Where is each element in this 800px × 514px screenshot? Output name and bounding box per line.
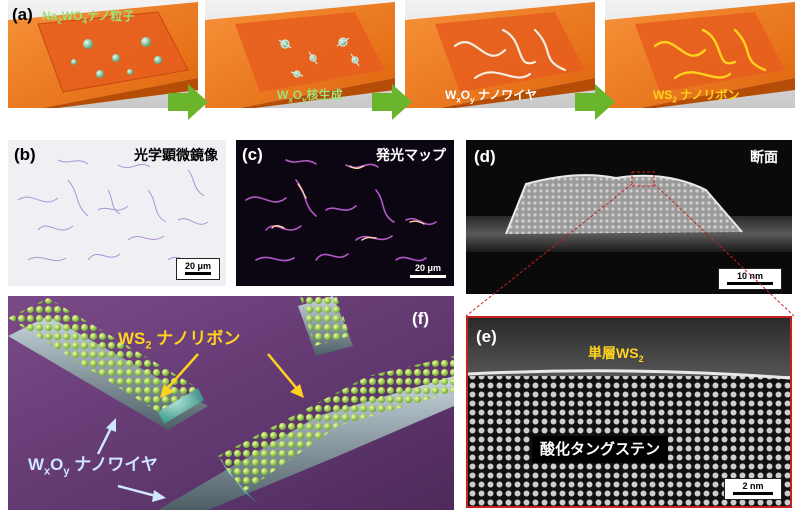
arrow-right-icon	[372, 84, 412, 120]
step2-caption: WxOy核生成	[277, 88, 343, 105]
panel-f-ribbon-label: WS2 ナノリボン	[118, 329, 241, 352]
panel-f-schematic: (f) WS2 ナノリボン WxOy ナノワイヤ	[8, 296, 454, 510]
optical-micrograph	[17, 159, 209, 262]
arrow-right-icon	[168, 84, 208, 120]
panel-a-step1: (a) Na2WO4ナノ粒子	[8, 0, 198, 108]
panel-e-core-label: 酸化タングステン	[532, 436, 669, 463]
substrate-illustration-step4	[605, 0, 795, 108]
panel-b-optical-image: (b) 光学顕微鏡像 20 μm	[8, 140, 226, 286]
panel-e-label: (e)	[476, 327, 497, 346]
panel-c-label: (c)	[242, 145, 263, 164]
step3-caption: WxOy ナノワイヤ	[445, 88, 537, 105]
photoluminescence-map	[245, 159, 437, 262]
wire-pointer-arrows	[96, 418, 166, 502]
substrate-illustration-step3	[405, 0, 595, 108]
panel-e-hr-tem: (e) 単層WS2 酸化タングステン 2 nm	[466, 316, 792, 508]
panel-c-pl-map: (c) 発光マップ 20 μm	[236, 140, 454, 286]
panel-b-label: (b)	[14, 145, 36, 164]
panel-a-step4: WS2 ナノリボン	[605, 0, 795, 108]
panel-d-scale-bar: 10 nm	[718, 268, 782, 290]
panel-d-cross-section: (d) 断面 10 nm	[466, 140, 792, 294]
panel-a-label: (a)	[12, 5, 33, 24]
panel-c-title: 発光マップ	[376, 147, 446, 163]
substrate-illustration-step2	[205, 0, 395, 108]
panel-e-scale-bar: 2 nm	[724, 478, 782, 500]
substrate-illustration-step1	[8, 0, 198, 108]
panel-a-step2: WxOy核生成	[205, 0, 395, 108]
ribbon-pointer-arrows	[160, 353, 304, 398]
panel-b-scale-bar: 20 μm	[176, 258, 220, 280]
panel-f-wire-label: WxOy ナノワイヤ	[28, 455, 158, 478]
step4-caption: WS2 ナノリボン	[653, 88, 740, 105]
panel-b-title: 光学顕微鏡像	[134, 147, 218, 163]
zoom-lines	[465, 183, 795, 317]
panel-d-title: 断面	[750, 149, 778, 165]
panel-c-scale-bar: 20 μm	[410, 264, 446, 278]
step1-caption: Na2WO4ナノ粒子	[42, 9, 135, 26]
panel-e-layer-label: 単層WS2	[588, 345, 644, 364]
nanoribbon-schematic	[8, 296, 454, 510]
arrow-right-icon	[575, 84, 615, 120]
cross-section-tem-image	[466, 171, 792, 252]
panel-a-step3: WxOy ナノワイヤ	[405, 0, 595, 108]
panel-d-label: (d)	[474, 147, 496, 166]
panel-f-label: (f)	[412, 309, 429, 328]
